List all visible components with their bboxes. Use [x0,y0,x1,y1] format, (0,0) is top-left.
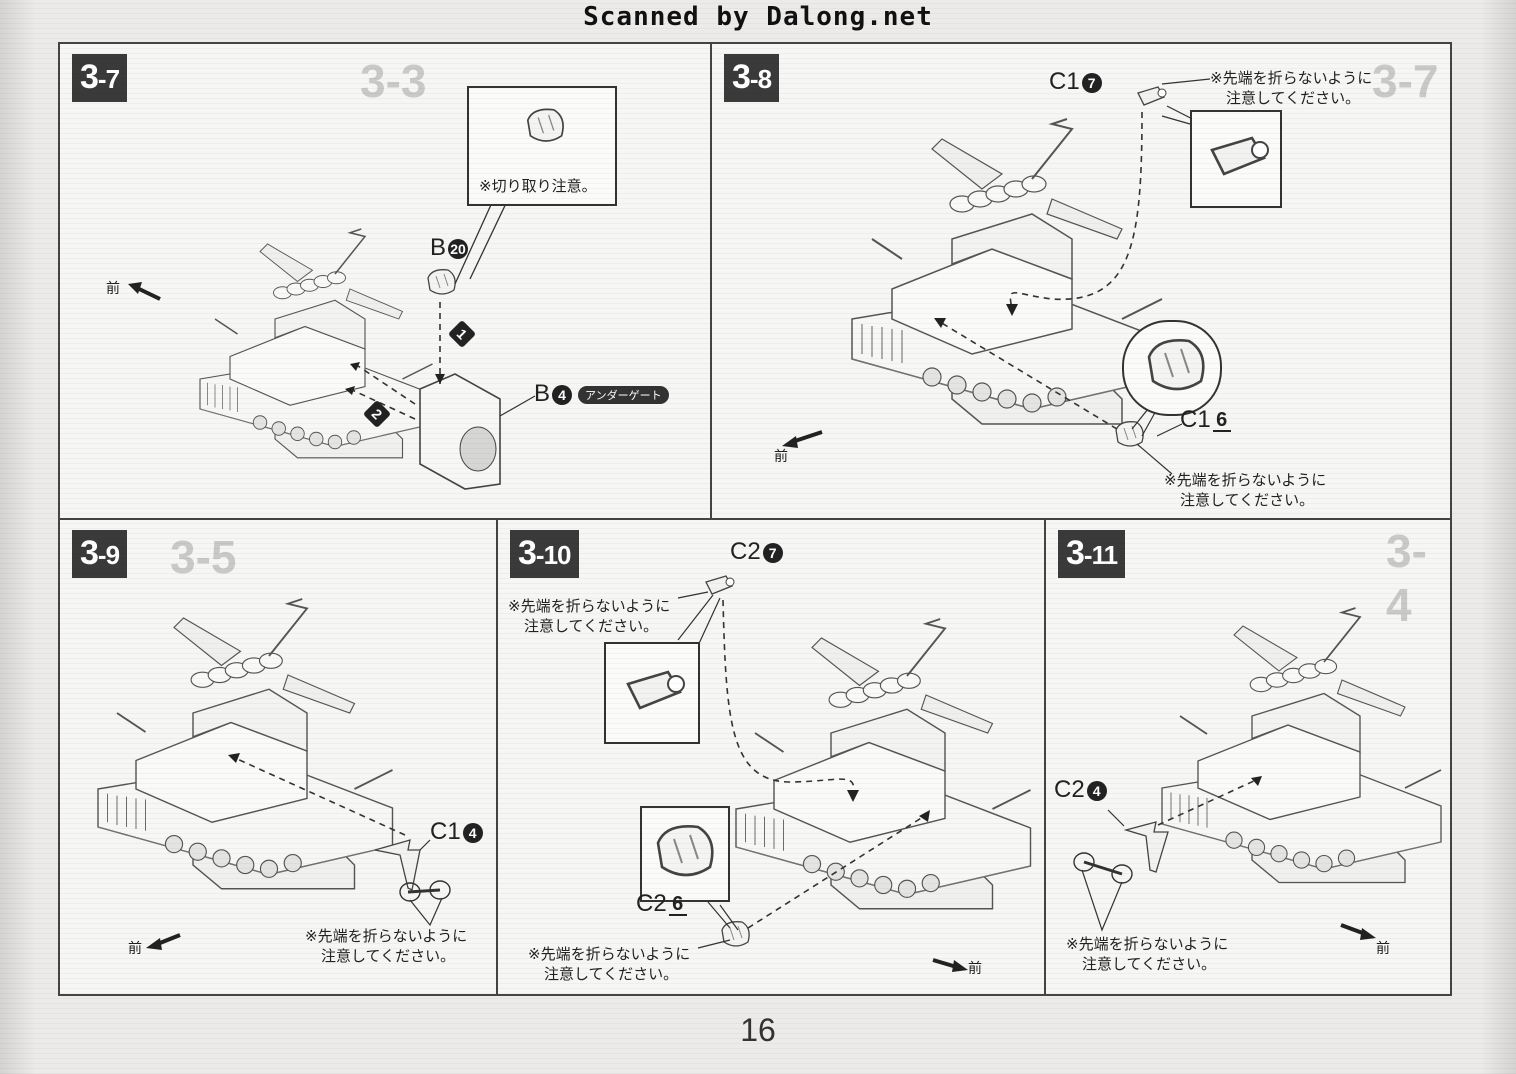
warning-note: ※先端を折らないように注意してください。 [528,945,691,983]
step-badge: 3-11 [1058,530,1126,578]
tank-illustration [677,575,1032,972]
part-detail [1210,136,1270,176]
step-minor: -10 [535,540,572,570]
under-gate-tag: アンダーゲート [578,385,669,404]
bleedthrough-ghost: 3-3 [360,55,427,107]
warning-note: ※先端を折らないように注意してください。 [508,597,671,635]
bleedthrough-ghost: 3-5 [170,531,237,583]
step-minor: -9 [97,540,120,570]
bleedthrough-ghost: 3-4 [1386,525,1427,631]
step-badge: 3-7 [72,54,128,102]
step-major: 3 [80,534,99,572]
front-direction-label: 前 [128,941,142,957]
warning-note: ※先端を折らないように注意してください。 [305,927,468,965]
part-detail [626,670,686,710]
sequence-marker-2: 2 [362,399,392,428]
callout-box [640,806,730,902]
warning-note: ※先端を折らないように注意してください。 [1066,935,1229,973]
tank-illustration [782,78,1213,475]
tank-illustration [1073,607,1442,940]
step-major: 3 [80,58,99,96]
callout-box [1122,320,1222,416]
warning-note: ※先端を折らないように注意してください。 [1210,69,1373,107]
scan-watermark-header: Scanned by Dalong.net [583,2,933,32]
front-direction-label: 前 [1376,941,1390,957]
step-major: 3 [732,58,751,96]
step-badge: 3-9 [72,530,128,578]
scan-edge-left [0,0,36,1074]
callout-box [1190,110,1282,208]
front-direction-label: 前 [774,449,788,465]
step-minor: -7 [97,64,120,94]
step-minor: -8 [749,64,772,94]
step-minor: -11 [1083,540,1118,570]
tank-illustration [128,173,536,490]
cap-part-detail [656,825,714,877]
step-badge: 3-8 [724,54,780,102]
callout-note: ※切り取り注意。 [479,177,597,195]
cap-part-detail [1147,339,1205,391]
step-major: 3 [518,534,537,572]
callout-box: ※切り取り注意。 [467,86,617,206]
warning-note: ※先端を折らないように注意してください。 [1164,471,1327,509]
step-badge: 3-10 [510,530,579,578]
scan-edge-right [1480,0,1516,1074]
front-direction-label: 前 [968,961,982,977]
step-major: 3 [1066,534,1085,572]
tank-illustration [97,598,451,950]
cap-part-detail [526,108,564,142]
callout-box [604,642,700,744]
page-number: 16 [740,1012,776,1048]
bleedthrough-ghost: 3-7 [1372,55,1439,107]
front-direction-label: 前 [106,281,120,297]
sequence-marker-1: 1 [447,319,477,348]
